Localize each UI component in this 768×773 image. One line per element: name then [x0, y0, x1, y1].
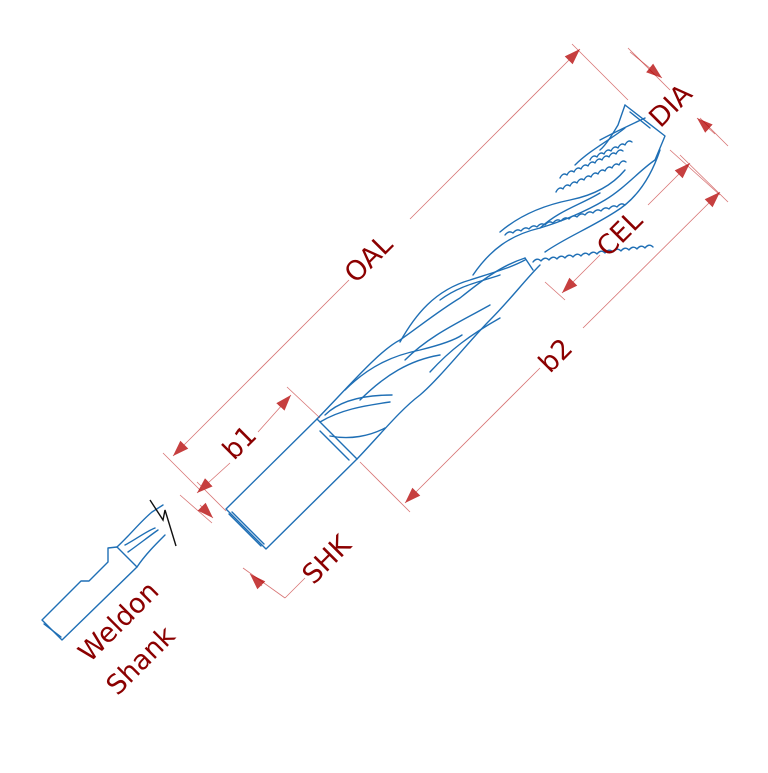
- cutting-edge-region: [472, 117, 661, 276]
- break-line-icon: [149, 499, 177, 547]
- dim-b2: [359, 154, 729, 513]
- fluted-body: [316, 257, 541, 460]
- end-mill-tool: [225, 104, 666, 550]
- shank-body: [225, 418, 358, 550]
- tool-tip: [599, 104, 666, 161]
- label-shk: SHK: [297, 529, 359, 591]
- dim-shk: [196, 481, 306, 599]
- weldon-shank-detail: [41, 499, 177, 641]
- dim-oal: [162, 43, 629, 491]
- dim-dia: [627, 47, 729, 147]
- label-b2: b2: [533, 333, 579, 379]
- label-cel: CEL: [591, 205, 649, 263]
- label-oal: OAL: [339, 229, 399, 289]
- dim-b1: [179, 386, 321, 524]
- label-b1: b1: [217, 420, 263, 466]
- dim-cel: [544, 149, 721, 301]
